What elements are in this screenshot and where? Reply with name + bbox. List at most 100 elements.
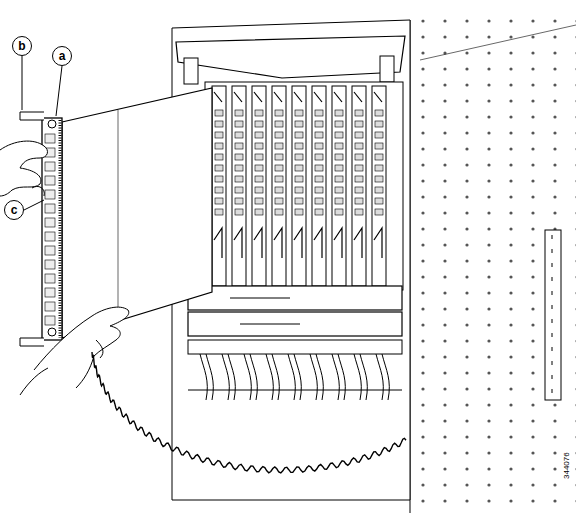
- slot-card: [212, 86, 226, 286]
- stroke: [355, 187, 363, 193]
- stroke: [335, 209, 343, 215]
- stroke: [45, 246, 55, 255]
- stroke: [215, 209, 223, 215]
- stroke: [295, 143, 303, 149]
- stroke: [235, 198, 243, 204]
- stroke: [274, 228, 282, 258]
- stroke: [45, 274, 55, 283]
- stroke: [275, 198, 283, 204]
- stroke: [214, 92, 222, 102]
- stroke: [315, 187, 323, 193]
- stroke: [355, 110, 363, 116]
- stroke: [235, 110, 243, 116]
- stroke: [315, 143, 323, 149]
- stroke: [215, 154, 223, 160]
- stroke: [250, 354, 257, 400]
- stroke: [315, 198, 323, 204]
- stroke: [235, 176, 243, 182]
- stroke: [235, 187, 243, 193]
- callout-circle: a: [52, 46, 72, 66]
- stroke: [375, 110, 383, 116]
- stroke: [275, 209, 283, 215]
- stroke: [295, 154, 303, 160]
- stroke: [334, 92, 342, 102]
- figure-number: 344076: [562, 452, 571, 479]
- callout-circle: b: [12, 36, 32, 56]
- stroke: [215, 187, 223, 193]
- callout-letter: b: [18, 40, 25, 52]
- stroke: [375, 143, 383, 149]
- stroke: [272, 354, 279, 400]
- stroke: [355, 121, 363, 127]
- stroke: [222, 354, 229, 400]
- stroke: [310, 354, 317, 400]
- slot-card: [352, 86, 366, 286]
- stroke: [235, 121, 243, 127]
- stroke: [215, 132, 223, 138]
- stroke: [254, 92, 262, 102]
- stroke: [295, 132, 303, 138]
- stroke: [355, 132, 363, 138]
- callout-letter: c: [11, 204, 18, 216]
- stroke: [228, 354, 235, 400]
- stroke: [360, 354, 367, 400]
- stroke: [374, 228, 382, 258]
- slot-card: [372, 86, 386, 286]
- stroke: [255, 110, 263, 116]
- stroke: [235, 132, 243, 138]
- stroke: [295, 165, 303, 171]
- callout-letter: a: [59, 50, 66, 62]
- stroke: [294, 228, 302, 258]
- stroke: [295, 187, 303, 193]
- stroke: [375, 176, 383, 182]
- stroke: [355, 143, 363, 149]
- stroke: [275, 110, 283, 116]
- stroke: [45, 218, 55, 227]
- stroke: [275, 176, 283, 182]
- stroke: [315, 121, 323, 127]
- stroke: [355, 209, 363, 215]
- esd-wrist-strap-cord: [92, 352, 406, 473]
- stroke: [215, 165, 223, 171]
- callout-circle: c: [4, 200, 24, 220]
- stroke: [375, 209, 383, 215]
- stroke: [355, 165, 363, 171]
- stroke: [45, 316, 55, 325]
- rack-rail: [410, 10, 576, 513]
- stroke: [314, 228, 322, 258]
- stroke: [315, 209, 323, 215]
- leader-lines: [22, 56, 62, 210]
- stroke: [295, 110, 303, 116]
- stroke: [334, 228, 342, 258]
- stroke: [295, 198, 303, 204]
- stroke: [335, 176, 343, 182]
- stroke: [234, 228, 242, 258]
- stroke: [354, 354, 361, 400]
- stroke: [354, 92, 362, 102]
- stroke: [244, 354, 251, 400]
- stroke: [45, 190, 55, 199]
- stroke: [235, 165, 243, 171]
- slot-card: [232, 86, 246, 286]
- stroke: [215, 176, 223, 182]
- stroke: [335, 187, 343, 193]
- stroke: [275, 132, 283, 138]
- stroke: [335, 165, 343, 171]
- stroke: [375, 154, 383, 160]
- stroke: [354, 228, 362, 258]
- stroke: [235, 143, 243, 149]
- stroke: [255, 132, 263, 138]
- stroke: [382, 354, 389, 400]
- stroke: [215, 198, 223, 204]
- stroke: [335, 121, 343, 127]
- stroke: [335, 154, 343, 160]
- stroke: [335, 110, 343, 116]
- stroke: [214, 228, 222, 258]
- stroke: [266, 354, 273, 400]
- stroke: [255, 121, 263, 127]
- stroke: [234, 92, 242, 102]
- stroke: [235, 154, 243, 160]
- stroke: [335, 132, 343, 138]
